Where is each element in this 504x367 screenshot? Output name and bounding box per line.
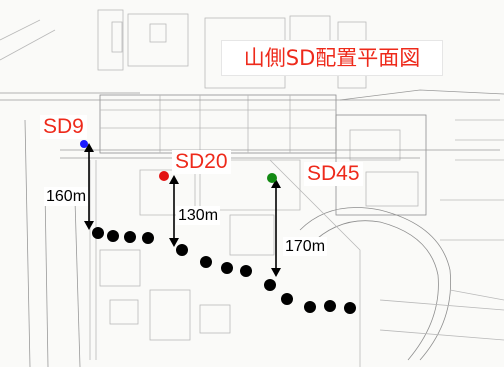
pit-dot bbox=[264, 279, 276, 291]
sd20-distance-label: 130m bbox=[176, 206, 221, 225]
arrow-sd9 bbox=[84, 143, 94, 230]
sd9-label: SD9 bbox=[40, 115, 87, 139]
pit-dot-trail bbox=[92, 227, 356, 314]
sd45-distance-label: 170m bbox=[283, 237, 328, 256]
pit-dot bbox=[200, 256, 212, 268]
sd20-label: SD20 bbox=[172, 150, 231, 174]
map-title: 山側SD配置平面図 bbox=[221, 40, 443, 76]
pit-dot bbox=[92, 227, 104, 239]
pit-dot bbox=[176, 244, 188, 256]
sd45-label: SD45 bbox=[304, 162, 363, 186]
sd9-distance-label: 160m bbox=[44, 187, 89, 206]
pit-dot bbox=[324, 300, 336, 312]
pit-dot bbox=[281, 293, 293, 305]
pit-dot bbox=[344, 302, 356, 314]
arrow-sd20 bbox=[169, 175, 179, 247]
pit-dot bbox=[142, 232, 154, 244]
arrow-sd45 bbox=[271, 179, 281, 277]
pit-dot bbox=[107, 230, 119, 242]
pit-dot bbox=[240, 265, 252, 277]
sd45-marker bbox=[267, 173, 277, 183]
pit-dot bbox=[221, 262, 233, 274]
pit-dot bbox=[124, 231, 136, 243]
sd9-marker bbox=[80, 140, 88, 148]
pit-dot bbox=[304, 301, 316, 313]
distance-arrows bbox=[84, 143, 281, 277]
sd20-marker bbox=[159, 171, 169, 181]
